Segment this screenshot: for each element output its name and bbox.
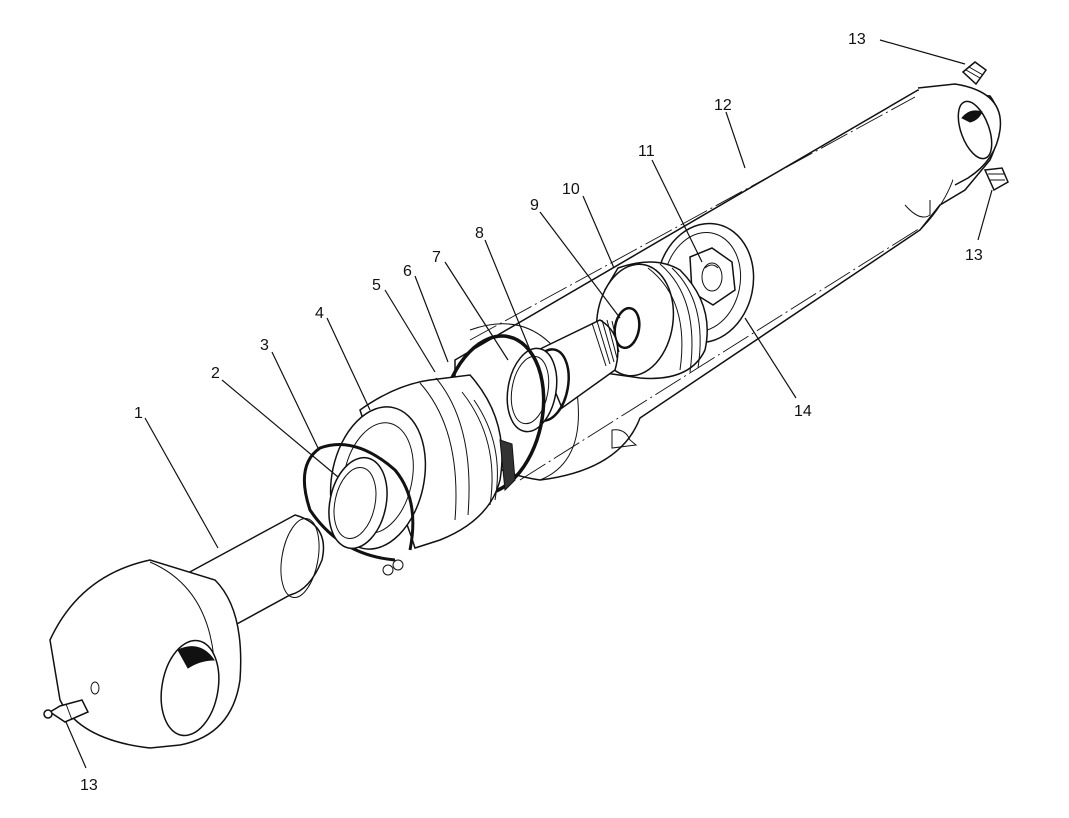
callout-7: 7 bbox=[432, 249, 441, 266]
callout-12: 12 bbox=[714, 97, 732, 114]
callout-13-bottom: 13 bbox=[80, 777, 98, 794]
leader-lines bbox=[65, 39, 993, 769]
callout-11: 11 bbox=[638, 143, 655, 160]
piston-rod bbox=[537, 319, 620, 410]
callout-9: 9 bbox=[530, 197, 539, 214]
callout-10: 10 bbox=[562, 181, 580, 198]
rod-eye bbox=[49, 514, 325, 749]
callout-1: 1 bbox=[134, 405, 143, 422]
callout-labels: 1 2 3 4 5 6 7 8 9 10 11 12 13 13 13 14 bbox=[80, 31, 983, 794]
callout-5: 5 bbox=[372, 277, 381, 294]
piston bbox=[595, 261, 708, 380]
rod-wiper bbox=[328, 456, 388, 550]
o-ring-small bbox=[613, 306, 641, 350]
callout-13-top: 13 bbox=[848, 31, 866, 48]
callout-3: 3 bbox=[260, 337, 269, 354]
callout-14: 14 bbox=[794, 403, 812, 420]
callout-8: 8 bbox=[475, 225, 484, 242]
callout-4: 4 bbox=[315, 305, 324, 322]
callout-13-right: 13 bbox=[965, 247, 983, 264]
grease-fitting-bottom bbox=[43, 699, 90, 723]
callout-2: 2 bbox=[211, 365, 220, 382]
grease-fitting-right bbox=[983, 167, 1009, 192]
grease-fitting-top bbox=[961, 61, 988, 86]
callout-6: 6 bbox=[403, 263, 412, 280]
